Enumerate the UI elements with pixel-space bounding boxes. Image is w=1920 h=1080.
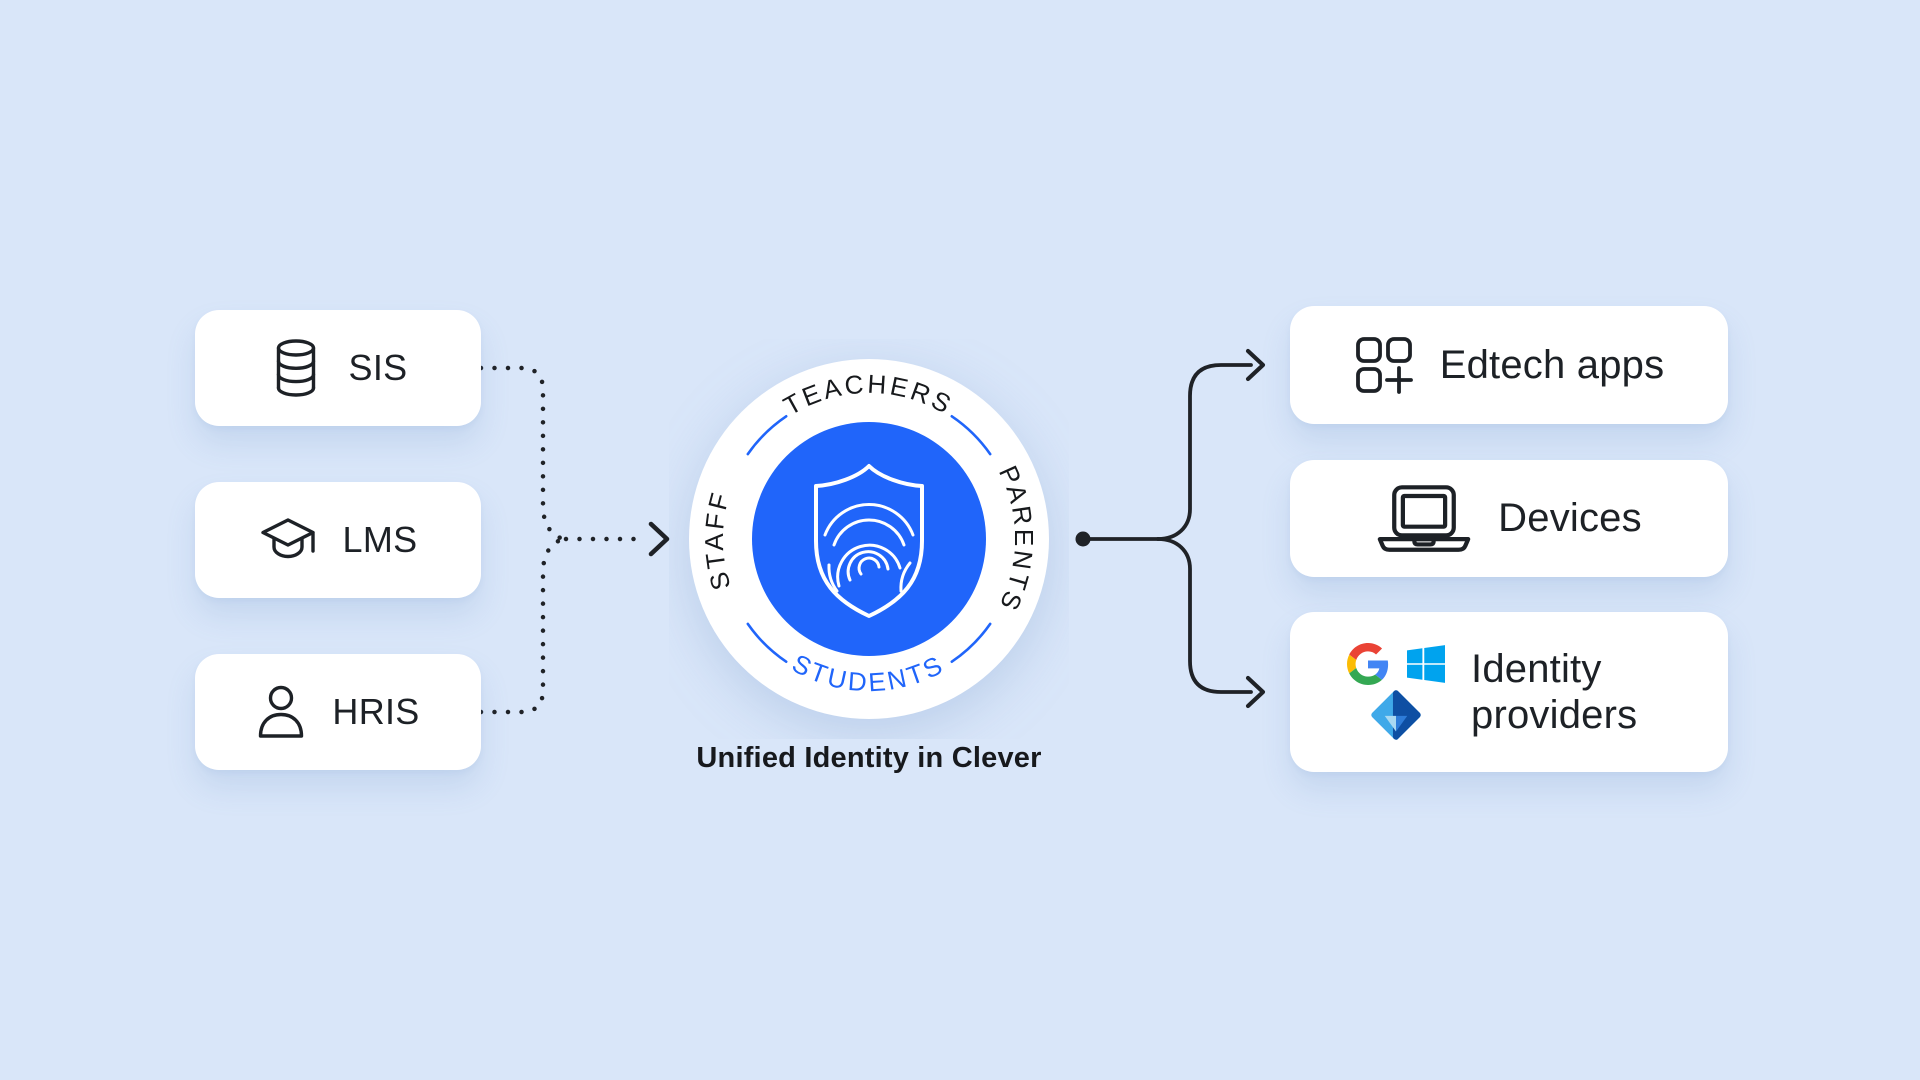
card-idp-label: Identity providers (1471, 647, 1638, 737)
card-edtech-label: Edtech apps (1439, 342, 1665, 387)
card-lms: LMS (195, 482, 481, 598)
card-identity-providers: Identity providers (1290, 612, 1728, 772)
database-icon (276, 339, 315, 397)
card-devices: Devices (1290, 460, 1728, 577)
arrowhead-edtech (1245, 348, 1266, 382)
apps-grid-icon (1355, 337, 1413, 394)
shield-fingerprint-icon (814, 464, 924, 618)
badge-blue-circle (752, 422, 986, 656)
graduation-cap-icon (260, 518, 315, 559)
card-hris-label: HRIS (332, 691, 420, 732)
unified-identity-badge: TEACHERS PARENTS STAFF STUDENTS (689, 359, 1049, 719)
connector-branch-down (1156, 537, 1253, 694)
dotted-connector-hris (478, 536, 566, 715)
arrowhead-into-badge (648, 521, 670, 557)
card-hris: HRIS (195, 654, 481, 770)
card-lms-label: LMS (342, 519, 418, 560)
badge-ring-arcs (746, 415, 992, 663)
laptop-icon (1377, 484, 1471, 552)
arrowhead-idp (1245, 675, 1266, 709)
dotted-connector-sis (478, 365, 566, 542)
card-edtech-apps: Edtech apps (1290, 306, 1728, 424)
identity-provider-logos (1347, 643, 1445, 741)
azure-ad-logo-icon (1371, 690, 1421, 740)
connector-origin-dot (1075, 531, 1091, 547)
person-icon (259, 685, 304, 738)
microsoft-windows-logo-icon (1407, 645, 1445, 683)
card-sis-label: SIS (348, 347, 408, 388)
google-logo-icon (1347, 643, 1389, 685)
card-sis: SIS (195, 310, 481, 426)
connector-branch-up (1156, 363, 1253, 541)
badge-caption: Unified Identity in Clever (696, 742, 1042, 774)
ring-label-staff: STAFF (699, 487, 737, 593)
card-devices-label: Devices (1498, 496, 1642, 540)
